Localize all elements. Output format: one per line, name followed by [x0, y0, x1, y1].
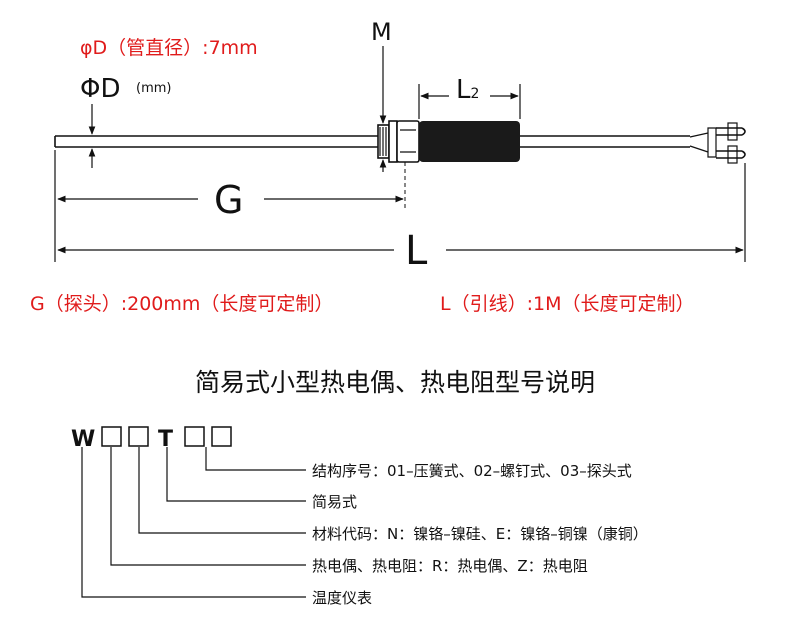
label-m: M	[371, 18, 392, 46]
probe-drawing	[54, 120, 746, 164]
probe-tube	[54, 135, 378, 148]
diameter-symbol: ΦD	[80, 74, 121, 104]
leader-lines	[81, 447, 306, 598]
model-code: W T	[71, 426, 232, 452]
hex-nut-facets	[400, 129, 416, 153]
label-g: G	[214, 178, 243, 222]
model-item-material: 材料代码：N：镍铬–镍硅、E：镍铬–铜镍（康铜）	[312, 525, 648, 543]
code-letter-w: W	[71, 427, 95, 452]
connector-lug-top	[716, 127, 746, 136]
overall-length-dimension	[57, 163, 746, 262]
sleeve-length-dimension	[418, 84, 521, 119]
code-box-2	[128, 426, 149, 447]
label-l: L	[405, 228, 428, 274]
length-spec-l: L（引线）:1M（长度可定制）	[440, 293, 694, 315]
hex-nut	[396, 120, 420, 163]
connector-lug-bottom	[716, 150, 746, 159]
code-box-1	[101, 426, 122, 447]
lead-wire	[520, 135, 690, 148]
black-sleeve	[419, 121, 520, 162]
diameter-spec-text: φD（管直径）:7mm	[80, 37, 258, 59]
thread-lines	[379, 127, 387, 156]
model-item-structure: 结构序号：01–压簧式、02–螺钉式、03–探头式	[312, 462, 632, 480]
code-box-3	[184, 426, 205, 447]
code-letter-t: T	[158, 427, 173, 452]
code-box-4	[211, 426, 232, 447]
diameter-unit: (mm)	[136, 81, 171, 96]
model-item-simple-type: 简易式	[312, 493, 357, 511]
model-title: 简易式小型热电偶、热电阻型号说明	[195, 368, 595, 397]
fitting-collar	[388, 120, 398, 163]
lug-clip-bottom	[727, 145, 738, 164]
label-l2: L2	[456, 75, 479, 105]
length-spec-g: G（探头）:200mm（长度可定制）	[30, 293, 333, 315]
model-item-instrument: 温度仪表	[312, 589, 372, 607]
model-item-sensor-type: 热电偶、热电阻：R：热电偶、Z：热电阻	[312, 557, 588, 575]
lug-clip-top	[727, 122, 738, 141]
probe-length-dimension	[54, 150, 406, 262]
connector-body	[707, 127, 717, 158]
lead-split-wires	[689, 132, 709, 153]
